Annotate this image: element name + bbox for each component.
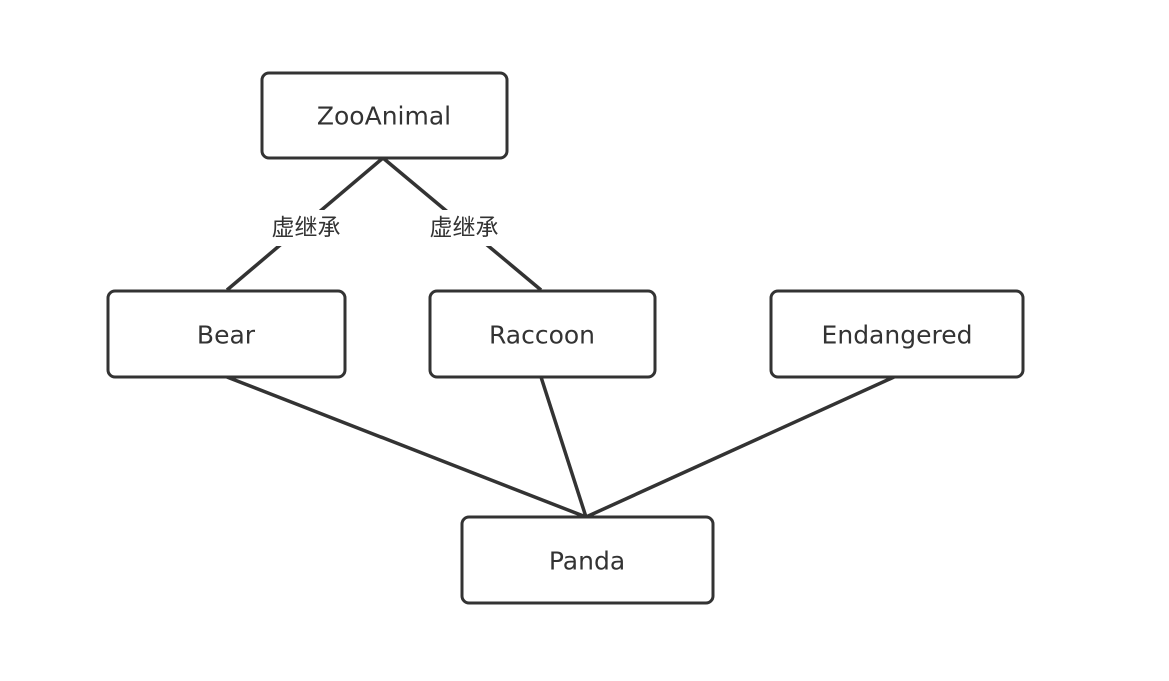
edge-label-virtual-inheritance-right: 虚继承 [421, 210, 507, 246]
node-label: Raccoon [489, 321, 595, 350]
edge-label-text: 虚继承 [272, 215, 341, 241]
node-label: Endangered [822, 321, 973, 350]
edge-raccoon-panda [539, 376, 588, 518]
node-label: ZooAnimal [317, 102, 451, 131]
edge-endangered-panda [585, 375, 895, 519]
node-label: Bear [197, 321, 256, 350]
node-raccoon: Raccoon [428, 289, 657, 379]
node-endangered: Endangered [769, 289, 1025, 379]
edge-label-text: 虚继承 [430, 215, 499, 241]
node-zooanimal: ZooAnimal [260, 71, 509, 160]
node-label: Panda [549, 547, 625, 576]
edge-bear-panda [226, 375, 587, 519]
node-panda: Panda [460, 515, 715, 605]
node-bear: Bear [106, 289, 347, 379]
edge-label-virtual-inheritance-left: 虚继承 [263, 210, 349, 246]
